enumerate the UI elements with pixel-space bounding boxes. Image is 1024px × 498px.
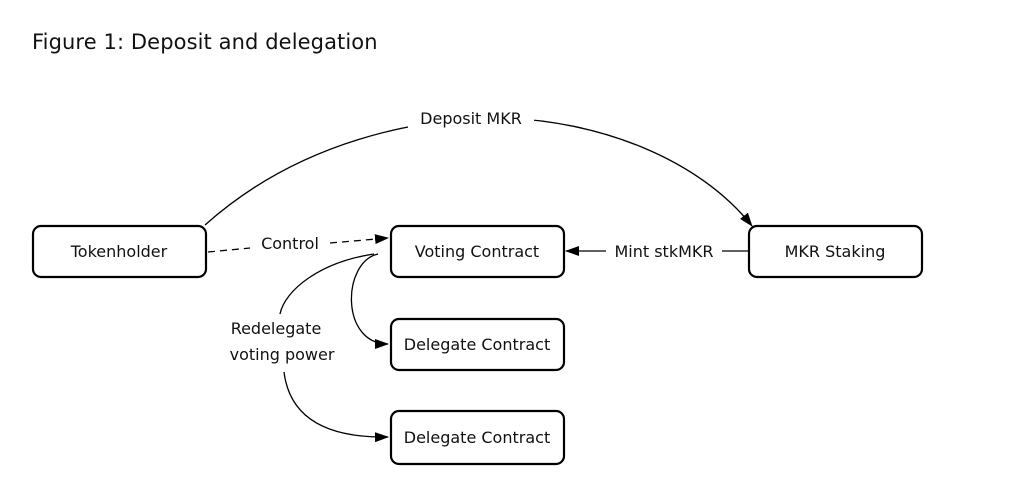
mkr-staking-node: MKR Staking xyxy=(747,224,924,279)
redelegate-arrow-1 xyxy=(350,253,389,349)
figure-title: Figure 1: Deposit and delegation xyxy=(32,30,378,54)
tokenholder-label: Tokenholder xyxy=(70,242,168,261)
control-arrow xyxy=(207,238,388,253)
voting-contract-node: Voting Contract xyxy=(389,224,566,279)
redelegate-label-line2: voting power xyxy=(230,345,335,364)
deposit-label: Deposit MKR xyxy=(420,109,522,128)
redelegate-arrow-2-upper xyxy=(279,253,375,315)
tokenholder-node: Tokenholder xyxy=(31,224,208,279)
redelegate-label-line1: Redelegate xyxy=(231,319,322,338)
delegate-contract-label-2: Delegate Contract xyxy=(404,428,550,447)
mint-label: Mint stkMKR xyxy=(614,242,713,261)
voting-contract-label: Voting Contract xyxy=(415,242,539,261)
control-label: Control xyxy=(261,234,319,253)
mkr-staking-label: MKR Staking xyxy=(785,242,886,261)
redelegate-arrow-2-lower xyxy=(283,371,389,443)
deposit-label-bg xyxy=(408,105,534,131)
delegate-contract-node-2: Delegate Contract xyxy=(389,409,566,466)
delegate-contract-node-1: Delegate Contract xyxy=(389,317,566,372)
delegate-contract-label-1: Delegate Contract xyxy=(404,335,550,354)
deposit-arrow xyxy=(204,117,753,227)
